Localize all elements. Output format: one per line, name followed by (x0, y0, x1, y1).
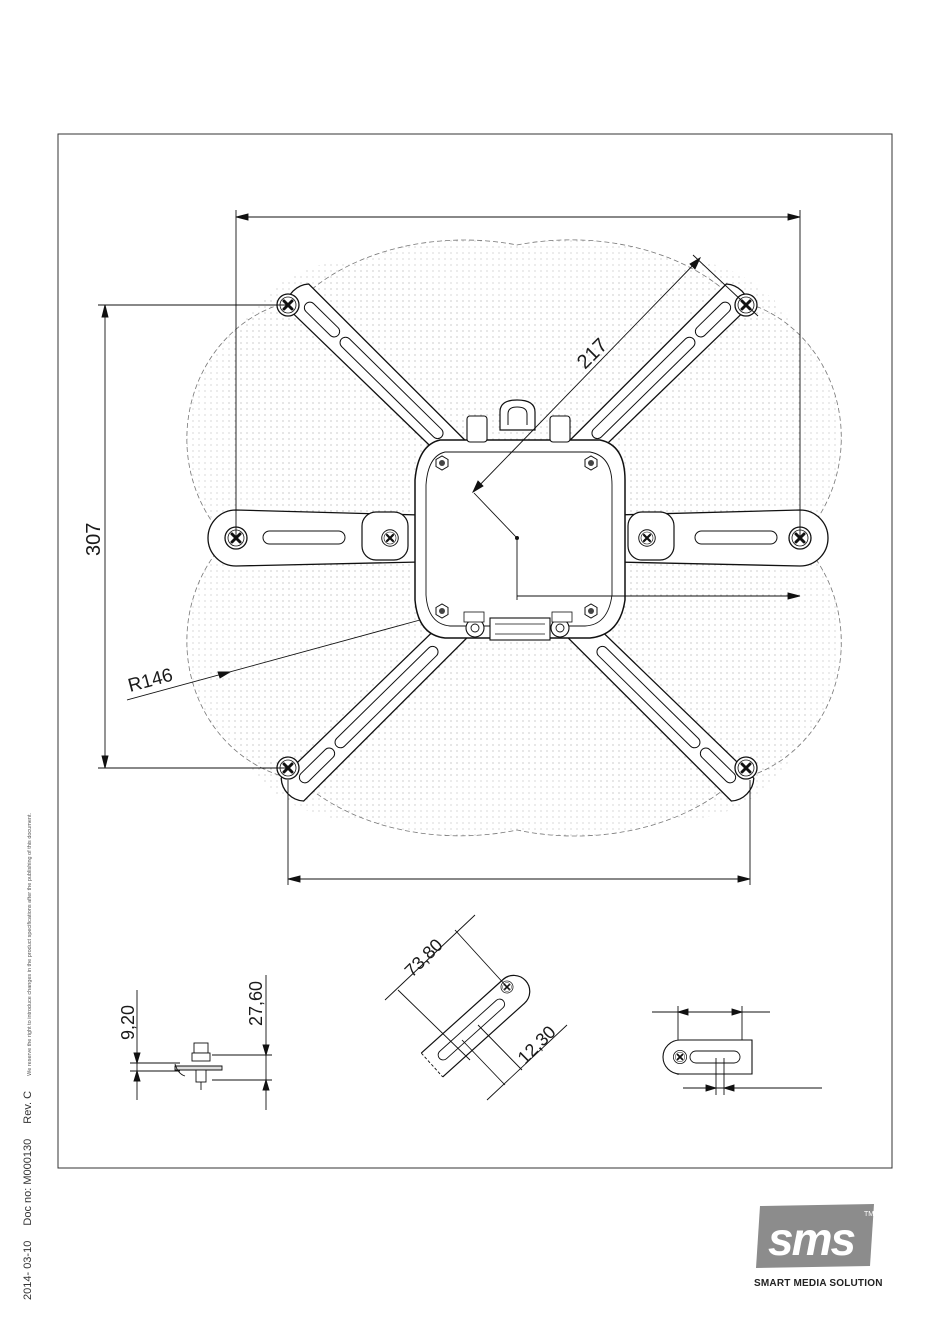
nut-icon (436, 456, 448, 470)
dim-slot-length: 73,80 (401, 935, 447, 981)
dim-profile-total: 27,60 (246, 981, 266, 1026)
logo-brand: sms (768, 1213, 855, 1265)
nut-icon (585, 604, 597, 618)
screw-icon (673, 1050, 686, 1063)
doc-notice: We reserve the right to introduce change… (27, 813, 33, 1076)
dim-radius: R146 (126, 665, 175, 697)
logo-tagline: SMART MEDIA SOLUTIONS (754, 1278, 882, 1289)
nut-icon (585, 456, 597, 470)
sms-logo: sms TM SMART MEDIA SOLUTIONS (752, 1200, 882, 1292)
detail-arm-segment (385, 915, 567, 1100)
dim-profile-small: 9,20 (118, 1005, 138, 1040)
document-meta: 2014- 03-10 Doc no: M000130 Rev. C We re… (22, 801, 34, 1300)
doc-number: Doc no: M000130 (22, 1139, 34, 1226)
doc-revision: Rev. C (22, 1091, 34, 1124)
screw-icon (735, 757, 757, 779)
nut-icon (436, 604, 448, 618)
screw-icon (382, 530, 399, 547)
dim-slot-width: 12,30 (514, 1022, 560, 1068)
logo-trademark: TM (864, 1211, 874, 1218)
dim-height: 307 (83, 523, 105, 556)
screw-icon (639, 530, 656, 547)
doc-date: 2014- 03-10 (22, 1241, 34, 1300)
